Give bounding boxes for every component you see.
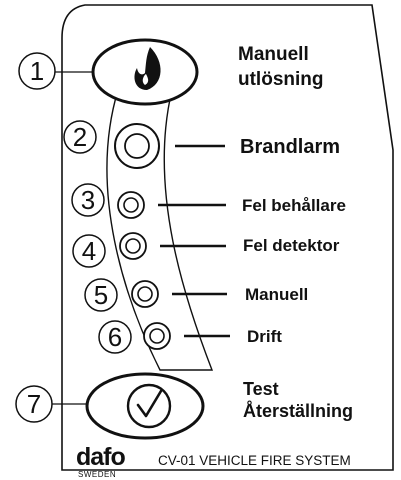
test-reset-button[interactable] bbox=[85, 372, 205, 440]
callout-5-number: 5 bbox=[94, 280, 108, 310]
label-test-reset-line-1: Test bbox=[243, 379, 279, 399]
callout-1: 1 bbox=[18, 52, 93, 90]
callout-1-number: 1 bbox=[30, 56, 44, 86]
check-circle-icon bbox=[126, 383, 172, 429]
manual-release-button[interactable] bbox=[91, 38, 199, 106]
fire-alarm-lamp bbox=[114, 123, 160, 169]
callout-7: 7 bbox=[15, 385, 87, 423]
flame-icon bbox=[134, 47, 161, 90]
label-detector-fault: Fel detektor bbox=[243, 236, 340, 255]
callout-7-number: 7 bbox=[27, 389, 41, 419]
callout-6-number: 6 bbox=[108, 322, 122, 352]
dafo-logo-subtext: SWEDEN bbox=[78, 470, 116, 479]
callout-2-number: 2 bbox=[73, 122, 87, 152]
label-test-reset: Test Återställning bbox=[243, 379, 353, 421]
label-test-reset-line-2: Återställning bbox=[243, 401, 353, 421]
indicator-band bbox=[106, 89, 214, 371]
callout-2: 2 bbox=[63, 120, 97, 154]
label-operation: Drift bbox=[247, 327, 282, 346]
label-manual-release: Manuell utlösning bbox=[238, 44, 323, 90]
label-fire-alarm: Brandlarm bbox=[240, 136, 340, 158]
panel-outline bbox=[61, 4, 394, 471]
callout-5: 5 bbox=[84, 278, 118, 312]
detector-fault-lamp bbox=[119, 232, 147, 260]
label-container-fault: Fel behållare bbox=[242, 196, 346, 215]
callout-3: 3 bbox=[71, 183, 105, 217]
callout-4: 4 bbox=[72, 234, 106, 268]
label-manual-release-line-2: utlösning bbox=[238, 69, 323, 90]
label-manual: Manuell bbox=[245, 285, 308, 304]
manual-lamp bbox=[131, 280, 159, 308]
product-name: CV-01 VEHICLE FIRE SYSTEM bbox=[158, 453, 351, 468]
operation-lamp bbox=[143, 322, 171, 350]
callout-6: 6 bbox=[98, 320, 132, 354]
callout-4-number: 4 bbox=[82, 236, 96, 266]
dafo-logo: dafo bbox=[76, 443, 126, 471]
label-manual-release-line-1: Manuell bbox=[238, 44, 309, 65]
container-fault-lamp bbox=[117, 191, 145, 219]
callout-3-number: 3 bbox=[81, 185, 95, 215]
